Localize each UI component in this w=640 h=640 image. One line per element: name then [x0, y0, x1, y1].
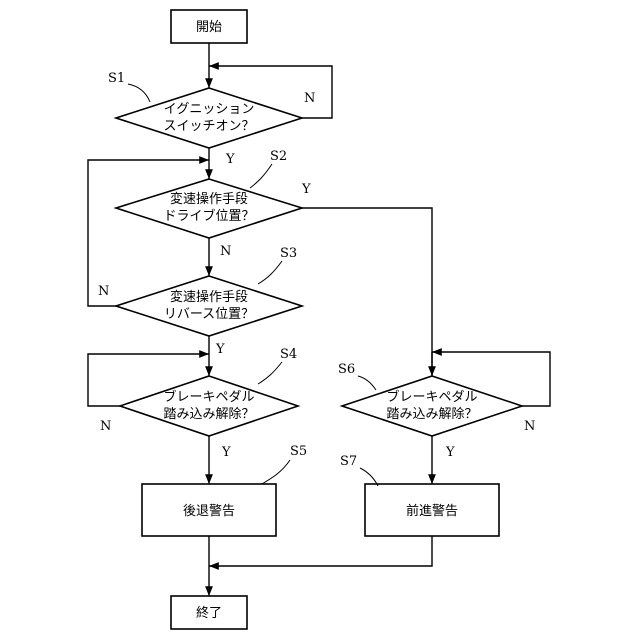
start-node: 開始 [171, 10, 247, 43]
step-label-s4: S4 [280, 347, 297, 362]
decision-s2: 変速操作手段 ドライブ位置？ [116, 179, 302, 238]
branch-s3-yes: Y [215, 342, 225, 357]
branch-s6-no: N [524, 419, 535, 434]
branch-s6-yes: Y [445, 445, 455, 460]
s4-text-line1: ブレーキペダル [163, 389, 254, 405]
branch-s2-no: N [220, 244, 231, 259]
s2-text-line1: 変速操作手段 [170, 191, 248, 207]
end-node: 終了 [171, 596, 247, 629]
s5-text: 後退警告 [183, 503, 235, 519]
end-label: 終了 [196, 605, 222, 621]
s1-text-line1: イグニッション [164, 102, 255, 117]
leader-s6 [358, 376, 376, 390]
start-label: 開始 [196, 20, 222, 35]
leader-s4 [258, 362, 282, 384]
decision-s6: ブレーキペダル 踏み込み解除？ [342, 376, 522, 436]
branch-s4-no: N [100, 419, 111, 434]
branch-s1-yes: Y [225, 152, 235, 167]
s3-text-line2: リバース位置？ [164, 307, 254, 322]
branch-s2-yes: Y [301, 182, 311, 197]
s7-text: 前進警告 [406, 503, 458, 519]
step-label-s6: S6 [338, 362, 355, 377]
branch-s1-no: N [304, 91, 315, 106]
s6-text-line1: ブレーキペダル [386, 389, 477, 405]
step-label-s1: S1 [108, 71, 125, 86]
decision-s1: イグニッション スイッチオン？ [116, 88, 302, 148]
process-s5: 後退警告 [142, 484, 276, 536]
branch-s4-yes: Y [221, 445, 231, 460]
s6-text-line2: 踏み込み解除？ [386, 407, 477, 422]
process-s7: 前進警告 [365, 484, 499, 536]
step-label-s2: S2 [270, 149, 287, 164]
s4-text-line2: 踏み込み解除？ [163, 407, 254, 422]
leader-s3 [258, 261, 282, 284]
step-label-s5: S5 [290, 444, 307, 459]
step-label-s3: S3 [280, 246, 297, 261]
s2-text-line2: ドライブ位置？ [163, 208, 254, 224]
leader-s1 [128, 84, 150, 102]
decision-s4: ブレーキペダル 踏み込み解除？ [120, 376, 298, 436]
leader-s5 [262, 460, 290, 484]
branch-s3-no: N [98, 284, 109, 299]
decision-s3: 変速操作手段 リバース位置？ [116, 276, 302, 336]
s1-text-line2: スイッチオン？ [163, 119, 254, 134]
leader-s2 [250, 164, 272, 188]
s3-text-line1: 変速操作手段 [170, 289, 248, 305]
step-label-s7: S7 [340, 454, 357, 469]
line-s2-yes [302, 208, 432, 378]
line-s7-merge [209, 536, 432, 566]
